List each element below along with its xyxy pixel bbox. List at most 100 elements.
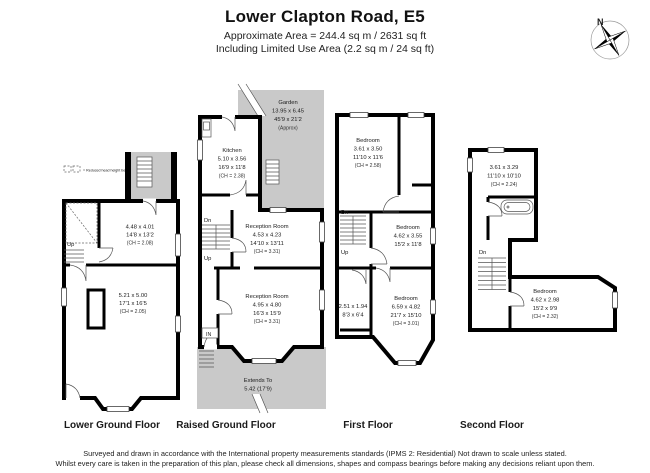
svg-text:5.21 x 5.00: 5.21 x 5.00: [119, 293, 148, 299]
room-label-kitchen: Kitchen 5.10 x 3.56 16'9 x 11'8 (CH = 2.…: [218, 148, 247, 180]
stair-up-label: Up: [204, 256, 211, 262]
svg-text:3.61 x 3.50: 3.61 x 3.50: [354, 147, 383, 153]
svg-text:4.95 x 4.80: 4.95 x 4.80: [253, 303, 282, 309]
stair-dn-label: Dn: [479, 250, 486, 256]
front-steps: [199, 350, 214, 368]
stair-up-label: Up: [67, 242, 74, 248]
chimney-breast: [86, 288, 106, 330]
svg-text:13.95 x 6.45: 13.95 x 6.45: [272, 109, 304, 115]
entrance-in-label: IN: [206, 332, 211, 338]
legend-text: = Reduced head height below 1.5m: [83, 169, 140, 173]
floor-label-second: Second Floor: [460, 420, 524, 431]
windows: [349, 112, 436, 366]
svg-text:(CH = 2.24): (CH = 2.24): [491, 182, 518, 188]
svg-text:15'2 x 11'8: 15'2 x 11'8: [394, 242, 421, 248]
windows: [61, 233, 181, 412]
north-label: N: [597, 17, 604, 27]
garden-area: [238, 90, 324, 210]
extends-break-line: [251, 393, 269, 414]
garden-break-line: [237, 83, 267, 117]
svg-text:(CH = 3.31): (CH = 3.31): [254, 319, 281, 325]
compass-rose-icon: N: [590, 17, 630, 60]
staircase: [340, 215, 366, 245]
svg-text:(CH = 2.32): (CH = 2.32): [532, 314, 559, 320]
svg-text:45'9 x 21'2: 45'9 x 21'2: [274, 117, 302, 123]
room-label-sf-bedroom: Bedroom 4.62 x 2.98 15'2 x 9'9 (CH = 2.3…: [531, 289, 560, 320]
limited-use-area-text: Including Limited Use Area (2.2 sq m / 2…: [215, 42, 435, 55]
svg-text:Extends To: Extends To: [244, 378, 273, 384]
outer-walls: [468, 148, 617, 332]
stair-dn-label: Dn: [341, 210, 348, 216]
room-label-garden: Garden 13.95 x 6.45 45'9 x 21'2 (Approx): [272, 100, 304, 132]
svg-text:16'3 x 15'9: 16'3 x 15'9: [253, 311, 281, 317]
floor-plan-lower-ground: = Reduced head height below 1.5m Up: [61, 152, 181, 431]
svg-text:16'9 x 11'8: 16'9 x 11'8: [218, 165, 245, 171]
footer-disclaimer: Surveyed and drawn in accordance with th…: [0, 449, 650, 470]
svg-text:Kitchen: Kitchen: [222, 148, 241, 154]
header: Lower Clapton Road, E5 Approximate Area …: [0, 7, 650, 55]
stair-dn-label: Dn: [204, 218, 211, 224]
windows: [197, 139, 325, 364]
floor-label-first: First Floor: [343, 420, 393, 431]
svg-text:17'1 x 16'5: 17'1 x 16'5: [119, 301, 147, 307]
svg-text:(CH = 2.58): (CH = 2.58): [355, 163, 382, 169]
extends-to-label: Extends To 5.42 (17'9): [244, 378, 273, 393]
svg-text:4.48 x 4.01: 4.48 x 4.01: [126, 225, 155, 231]
disclaimer-line2: Whilst every care is taken in the prepar…: [55, 459, 595, 469]
floor-plan-second: Dn 3.61 x 3.29 11'10 x 10'10 (CH = 2.24)…: [460, 147, 618, 431]
room-label-reception2: Reception Room 4.95 x 4.80 16'3 x 15'9 (…: [245, 294, 288, 325]
stair-up-label: Up: [341, 250, 348, 256]
svg-text:(CH = 3.31): (CH = 3.31): [254, 249, 281, 255]
approx-area-text: Approximate Area = 244.4 sq m / 2631 sq …: [223, 29, 427, 42]
room-label-lgf-room1: 4.48 x 4.01 14'8 x 13'2 (CH = 2.08): [126, 225, 155, 247]
kitchen-counter: [201, 118, 212, 138]
svg-text:14'8 x 13'2: 14'8 x 13'2: [126, 233, 154, 239]
svg-text:14'10 x 13'11: 14'10 x 13'11: [250, 241, 284, 247]
floor-label-lower-ground: Lower Ground Floor: [64, 420, 160, 431]
svg-text:Bedroom: Bedroom: [356, 138, 380, 144]
staircase: [202, 224, 230, 250]
svg-text:Bedroom: Bedroom: [394, 296, 418, 302]
bathtub-icon: [500, 199, 534, 215]
room-label-reception1: Reception Room 4.53 x 4.23 14'10 x 13'11…: [245, 224, 288, 255]
external-steps: [125, 152, 177, 201]
svg-text:2.51 x 1.94: 2.51 x 1.94: [339, 304, 368, 310]
doors: [201, 114, 247, 350]
room-label-ff-store: 2.51 x 1.94 8'3 x 6'4: [339, 304, 368, 319]
floor-plan-raised-ground: Dn Up IN Garden 13.95 x 6.45 45'9 x 21'2: [176, 83, 326, 431]
windows: [467, 147, 618, 309]
svg-text:3.61 x 3.29: 3.61 x 3.29: [490, 165, 519, 171]
svg-text:Garden: Garden: [278, 100, 297, 106]
svg-text:4.53 x 4.23: 4.53 x 4.23: [253, 233, 282, 239]
garden-steps: [265, 159, 280, 185]
reduced-head-height-legend: = Reduced head height below 1.5m: [63, 165, 140, 173]
doors: [487, 201, 525, 307]
svg-text:(CH = 2.08): (CH = 2.08): [127, 241, 154, 247]
svg-text:5.42 (17'9): 5.42 (17'9): [244, 387, 272, 393]
svg-text:5.10 x 3.56: 5.10 x 3.56: [218, 157, 247, 163]
svg-text:4.62 x 3.55: 4.62 x 3.55: [394, 234, 423, 240]
svg-text:(Approx): (Approx): [278, 126, 298, 132]
disclaimer-line1: Surveyed and drawn in accordance with th…: [83, 448, 567, 458]
doors: [351, 195, 400, 285]
svg-text:Bedroom: Bedroom: [396, 225, 420, 231]
room-label-lgf-room2: 5.21 x 5.00 17'1 x 16'5 (CH = 2.05): [119, 293, 148, 315]
svg-text:(CH = 2.05): (CH = 2.05): [120, 309, 147, 315]
floor-plan-first: Dn Up Bedroom 3.61 x 3.50 11'10 x 11'6 (…: [335, 112, 436, 431]
staircase: [478, 257, 506, 290]
room-label-sf-room1: 3.61 x 3.29 11'10 x 10'10 (CH = 2.24): [487, 165, 521, 188]
floor-label-raised-ground: Raised Ground Floor: [176, 420, 276, 431]
room-label-ff-bedroom3: Bedroom 6.59 x 4.82 21'7 x 15'10 (CH = 3…: [391, 296, 422, 327]
svg-text:(CH = 2.38): (CH = 2.38): [219, 174, 246, 180]
svg-text:8'3 x 6'4: 8'3 x 6'4: [342, 313, 364, 319]
room-label-ff-bedroom1: Bedroom 3.61 x 3.50 11'10 x 11'6 (CH = 2…: [353, 138, 383, 169]
outer-walls: [198, 115, 324, 363]
svg-text:Reception Room: Reception Room: [245, 224, 288, 230]
svg-text:Bedroom: Bedroom: [533, 289, 557, 295]
svg-text:15'2 x 9'9: 15'2 x 9'9: [533, 306, 557, 312]
svg-text:21'7 x 15'10: 21'7 x 15'10: [391, 313, 422, 319]
svg-text:Reception Room: Reception Room: [245, 294, 288, 300]
svg-text:11'10 x 11'6: 11'10 x 11'6: [353, 155, 383, 161]
room-label-ff-bedroom2: Bedroom 4.62 x 3.55 15'2 x 11'8: [394, 225, 423, 248]
